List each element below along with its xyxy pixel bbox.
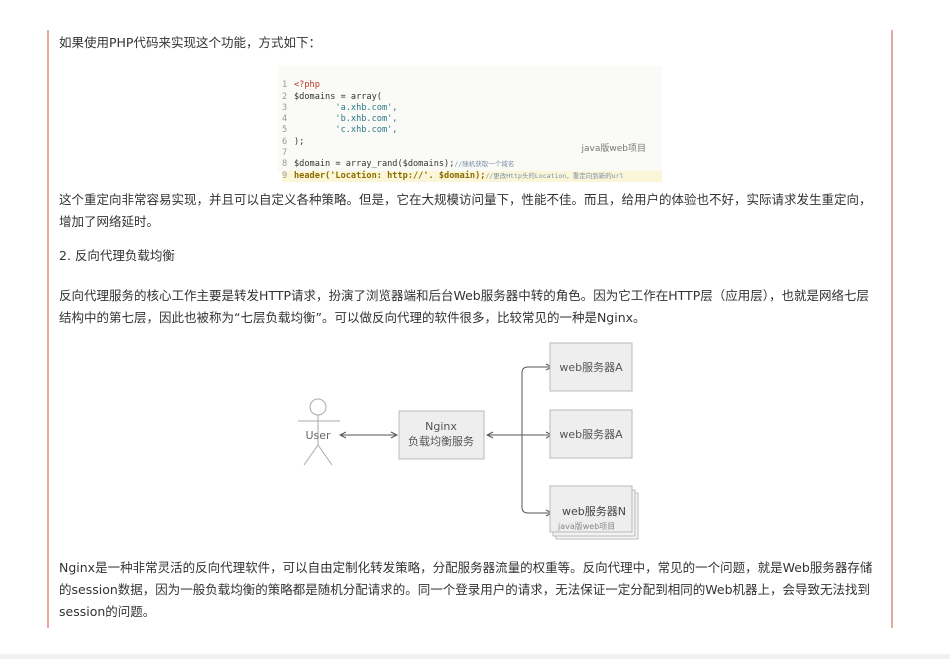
load-balancer-diagram: User Nginx 负载均衡服务 web服务器A web服务器A web服务器… <box>298 342 639 540</box>
user-actor-icon <box>298 398 340 466</box>
diagram-watermark: java版web项目 <box>557 521 615 531</box>
code-line: 8$domain = array_rand($domains);//随机获取一个… <box>282 159 515 170</box>
bottom-bar <box>0 654 950 659</box>
code-line: 5 'c.xhb.com', <box>282 125 398 136</box>
nginx-box <box>398 410 485 460</box>
code-line: 4 'b.xhb.com', <box>282 114 398 125</box>
section-title: 2. 反向代理负载均衡 <box>59 248 175 263</box>
fanout-arrows <box>487 367 552 513</box>
code-line: 1<?php <box>282 80 320 91</box>
reverse-proxy-paragraph: 反向代理服务的核心工作主要是转发HTTP请求，扮演了浏览器端和后台Web服务器中… <box>59 288 869 325</box>
user-label: User <box>305 429 331 442</box>
server-label-1: web服务器A <box>559 361 623 374</box>
server-box-n <box>549 485 633 533</box>
article-frame <box>47 30 893 628</box>
redirect-note-paragraph: 这个重定向非常容易实现，并且可以自定义各种策略。但是，它在大规模访问量下，性能不… <box>59 192 872 229</box>
server-box-1 <box>549 342 633 392</box>
nginx-sublabel: 负载均衡服务 <box>408 434 474 448</box>
code-line: 6); <box>282 136 305 147</box>
code-watermark: java版web项目 <box>581 144 646 154</box>
php-code-image: 1<?php 2$domains = array( 3 'a.xhb.com',… <box>278 66 662 182</box>
server-label-2: web服务器A <box>559 428 623 441</box>
server-box-2 <box>549 409 633 459</box>
code-line: 3 'a.xhb.com', <box>282 102 398 113</box>
code-line: 7 <box>282 148 288 159</box>
nginx-label: Nginx <box>425 420 457 433</box>
intro-paragraph: 如果使用PHP代码来实现这个功能，方式如下： <box>59 35 321 50</box>
server-label-n: web服务器N <box>562 505 626 518</box>
nginx-note-paragraph: Nginx是一种非常灵活的反向代理软件，可以自由定制化转发策略，分配服务器流量的… <box>59 560 873 619</box>
code-line: 2$domains = array( <box>282 91 382 102</box>
